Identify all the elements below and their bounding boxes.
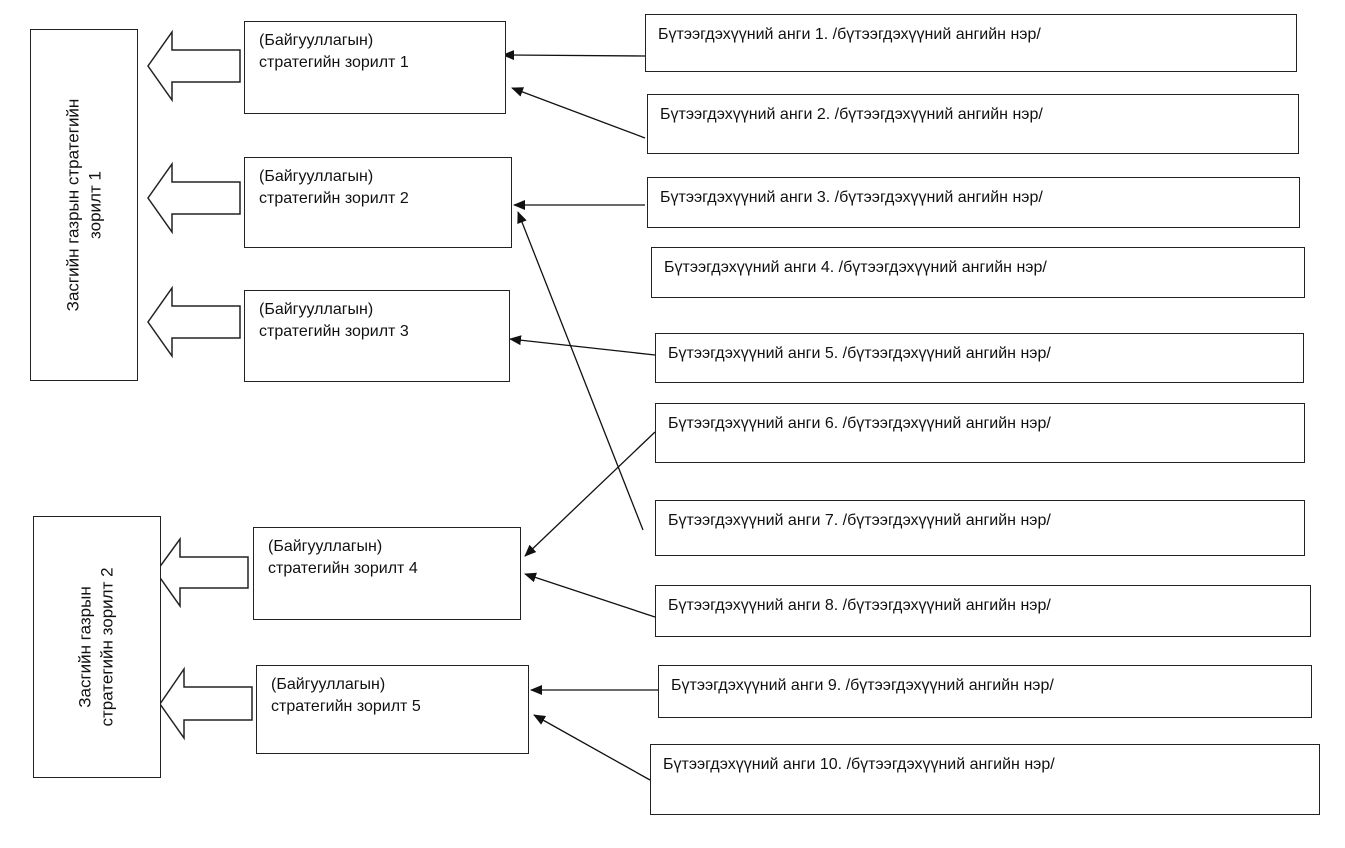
gov-goal-1-label: Засгийн газрын стратегийн зорилт 1 <box>63 98 104 312</box>
product-class-2-label: Бүтээгдэхүүний анги 2. /бүтээгдэхүүний а… <box>660 106 1043 123</box>
product-class-1-label: Бүтээгдэхүүний анги 1. /бүтээгдэхүүний а… <box>658 26 1041 43</box>
product-class-7-box: Бүтээгдэхүүний анги 7. /бүтээгдэхүүний а… <box>655 500 1305 556</box>
link-class5-goal3 <box>509 335 656 356</box>
product-class-6-box: Бүтээгдэхүүний анги 6. /бүтээгдэхүүний а… <box>655 403 1305 463</box>
product-class-2-box: Бүтээгдэхүүний анги 2. /бүтээгдэхүүний а… <box>647 94 1299 154</box>
product-class-4-label: Бүтээгдэхүүний анги 4. /бүтээгдэхүүний а… <box>664 259 1047 276</box>
product-class-9-label: Бүтээгдэхүүний анги 9. /бүтээгдэхүүний а… <box>671 677 1054 694</box>
product-class-6-label: Бүтээгдэхүүний анги 6. /бүтээгдэхүүний а… <box>668 415 1051 432</box>
org-goal-5-box: (Байгууллагын) стратегийн зорилт 5 <box>256 665 529 754</box>
gov-goal-2-label: Засгийн газрын стратегийн зорилт 2 <box>76 567 118 727</box>
link-class10-goal5 <box>533 714 651 781</box>
block-arrow-goal-1 <box>147 29 241 103</box>
product-class-1-box: Бүтээгдэхүүний анги 1. /бүтээгдэхүүний а… <box>645 14 1297 72</box>
block-arrow-goal-5 <box>159 666 253 741</box>
block-arrow-goal-3 <box>147 285 241 359</box>
product-class-3-label: Бүтээгдэхүүний анги 3. /бүтээгдэхүүний а… <box>660 189 1043 206</box>
link-class6-goal4 <box>524 431 656 557</box>
org-goal-4-box: (Байгууллагын) стратегийн зорилт 4 <box>253 527 521 620</box>
org-goal-3-box: (Байгууллагын) стратегийн зорилт 3 <box>244 290 510 382</box>
product-class-9-box: Бүтээгдэхүүний анги 9. /бүтээгдэхүүний а… <box>658 665 1312 718</box>
product-class-10-box: Бүтээгдэхүүний анги 10. /бүтээгдэхүүний … <box>650 744 1320 815</box>
link-class2-goal1 <box>511 87 646 139</box>
product-class-8-box: Бүтээгдэхүүний анги 8. /бүтээгдэхүүний а… <box>655 585 1311 637</box>
link-class7-goal2 <box>517 211 644 531</box>
product-class-3-box: Бүтээгдэхүүний анги 3. /бүтээгдэхүүний а… <box>647 177 1300 228</box>
product-class-8-label: Бүтээгдэхүүний анги 8. /бүтээгдэхүүний а… <box>668 597 1051 614</box>
org-goal-2-box: (Байгууллагын) стратегийн зорилт 2 <box>244 157 512 248</box>
link-class8-goal4 <box>524 572 656 618</box>
product-class-10-label: Бүтээгдэхүүний анги 10. /бүтээгдэхүүний … <box>663 756 1055 773</box>
product-class-5-box: Бүтээгдэхүүний анги 5. /бүтээгдэхүүний а… <box>655 333 1304 383</box>
link-class1-goal1 <box>502 50 646 61</box>
block-arrow-goal-2 <box>147 161 241 235</box>
org-goal-1-box: (Байгууллагын) стратегийн зорилт 1 <box>244 21 506 114</box>
product-class-5-label: Бүтээгдэхүүний анги 5. /бүтээгдэхүүний а… <box>668 345 1051 362</box>
product-class-4-box: Бүтээгдэхүүний анги 4. /бүтээгдэхүүний а… <box>651 247 1305 298</box>
gov-goal-1-box: Засгийн газрын стратегийн зорилт 1 <box>30 29 138 381</box>
block-arrow-goal-4 <box>155 536 249 609</box>
product-class-7-label: Бүтээгдэхүүний анги 7. /бүтээгдэхүүний а… <box>668 512 1051 529</box>
gov-goal-2-box: Засгийн газрын стратегийн зорилт 2 <box>33 516 161 778</box>
